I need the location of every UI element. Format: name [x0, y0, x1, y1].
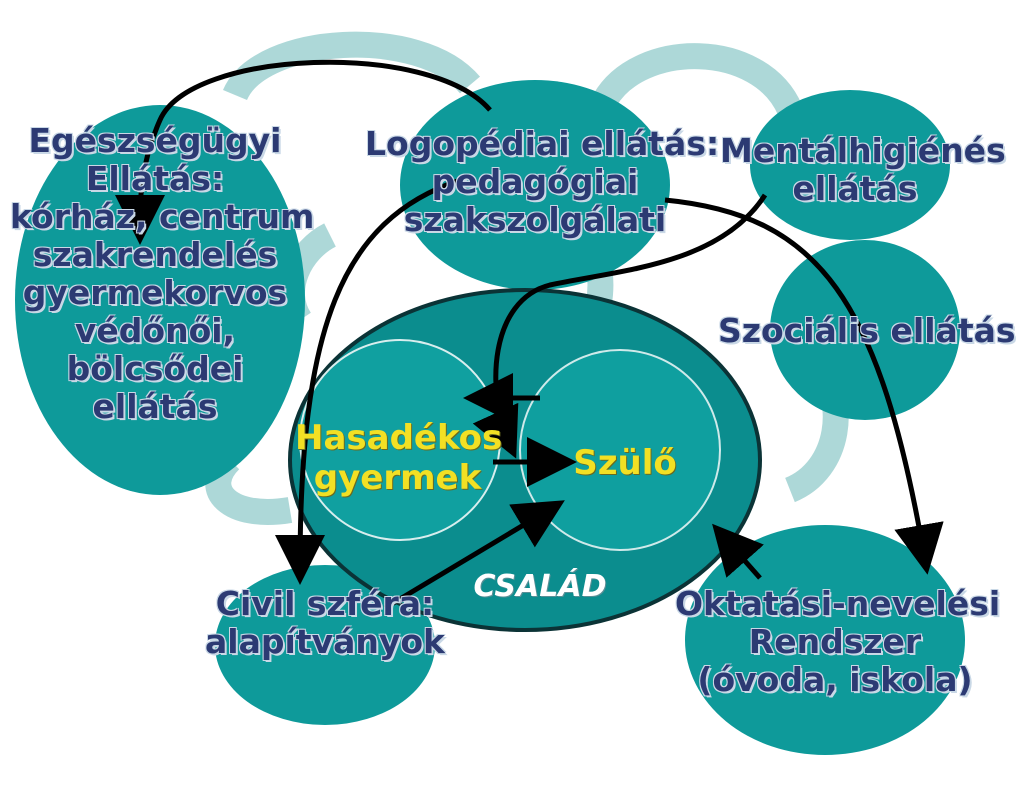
- arrow-logopediai-to-oktatasi: [664, 197, 944, 575]
- bubble-oktatasi: [685, 525, 965, 755]
- bubble-mentalhigienes: [750, 90, 950, 240]
- label-gyermek-line2: gyermek: [313, 458, 482, 498]
- label-egeszsegugyi-line6: védőnői,: [74, 311, 236, 350]
- bubble-egeszsegugyi: [15, 105, 305, 495]
- arrow-logopediai-to-egeszsegugyi: [115, 59, 492, 245]
- label-logopediai-line3: szakszolgálati: [403, 200, 667, 239]
- bubble-szocialis: [770, 240, 960, 420]
- flow-arrow-top-right: [593, 43, 802, 116]
- label-gyermek-line1: Hasadékos: [295, 418, 503, 458]
- label-egeszsegugyi: Egészségügyi Ellátás: kórház, centrum sz…: [10, 121, 315, 426]
- label-egeszsegugyi-line3: kórház, centrum: [10, 197, 315, 236]
- label-egeszsegugyi-line1: Egészségügyi: [28, 121, 282, 160]
- flow-arrow-top-left: [223, 31, 480, 102]
- arrow-civil-to-szulo: [383, 500, 565, 611]
- label-egeszsegugyi-line5: gyermekorvos: [22, 273, 288, 312]
- label-mentalhigienes-line2: ellátás: [792, 169, 918, 208]
- label-oktatasi-line3: (óvoda, iskola): [697, 660, 973, 699]
- label-logopediai-line1: Logopédiai ellátás:: [365, 124, 720, 163]
- label-mentalhigienes: Mentálhigiénés ellátás: [720, 131, 1006, 208]
- arrow-oktatasi-to-szulo: [712, 523, 764, 580]
- bubble-szulo: [519, 349, 721, 551]
- arrow-logopediai-to-civil: [275, 177, 461, 585]
- label-csalad: CSALÁD: [455, 568, 625, 606]
- label-egeszsegugyi-line2: Ellátás:: [85, 159, 225, 198]
- label-civil: Civil szféra: alapítványok: [200, 585, 450, 661]
- label-szulo-line1: Szülő: [573, 443, 677, 483]
- label-logopediai: Logopédiai ellátás: pedagógiai szakszolg…: [365, 124, 720, 239]
- label-civil-line1: Civil szféra:: [215, 584, 435, 623]
- label-oktatasi-line1: Oktatási-nevelési: [675, 584, 1001, 623]
- label-csalad-line1: CSALÁD: [473, 569, 607, 604]
- label-mentalhigienes-line1: Mentálhigiénés: [720, 131, 1006, 170]
- label-oktatasi-line2: Rendszer: [748, 622, 922, 661]
- label-egeszsegugyi-line4: szakrendelés: [32, 235, 278, 274]
- label-oktatasi: Oktatási-nevelési Rendszer (óvoda, iskol…: [675, 584, 1001, 699]
- label-szulo: Szülő: [565, 443, 685, 483]
- label-gyermek: Hasadékos gyermek: [295, 418, 503, 498]
- label-egeszsegugyi-line7: bölcsődei: [66, 349, 244, 388]
- label-civil-line2: alapítványok: [205, 622, 445, 661]
- label-szocialis-line1: Szociális ellátás: [718, 311, 1016, 350]
- bubble-civil: [215, 565, 435, 725]
- bubbles: [15, 80, 965, 755]
- bubble-logopediai: [400, 80, 670, 290]
- connector-arrows: [115, 59, 944, 611]
- label-logopediai-line2: pedagógiai: [431, 162, 639, 201]
- label-egeszsegugyi-line8: ellátás: [92, 387, 218, 426]
- label-szocialis: Szociális ellátás: [718, 311, 1016, 350]
